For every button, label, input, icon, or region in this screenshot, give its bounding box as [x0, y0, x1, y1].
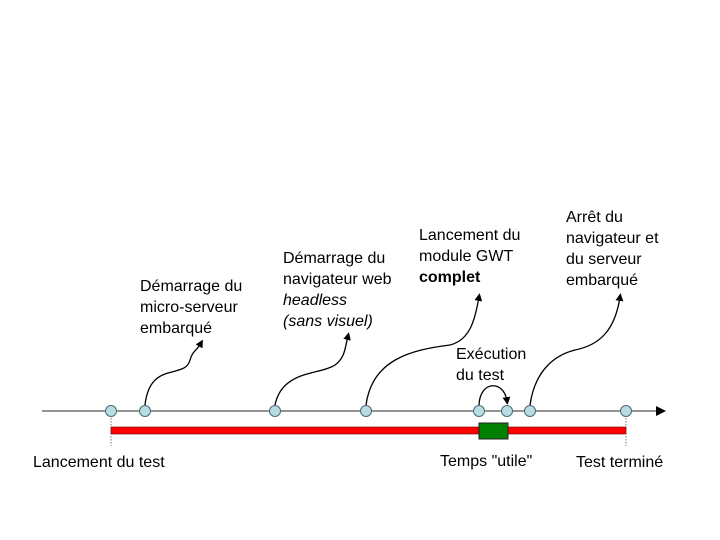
label-line: Démarrage du — [140, 278, 243, 295]
useful-time-box — [478, 422, 509, 440]
label-line-italic: headless — [283, 292, 348, 309]
connector-gwt — [365, 293, 483, 406]
label-line: Arrêt du — [566, 209, 623, 226]
event-marker-exec-start — [473, 405, 485, 417]
label-line: navigateur et — [566, 230, 659, 247]
label-line: Test terminé — [576, 454, 664, 471]
label-line: micro-serveur — [140, 299, 238, 316]
label-start-test: Lancement du test — [33, 452, 165, 473]
label-test-done: Test terminé — [576, 452, 663, 473]
connector-stop — [529, 293, 624, 406]
total-duration-bar — [110, 426, 627, 435]
label-stop: Arrêt du navigateur et du serveur embarq… — [566, 207, 659, 291]
label-line: Lancement du — [419, 227, 521, 244]
label-launch-gwt: Lancement du module GWT complet — [419, 225, 520, 288]
connector-microserver — [144, 339, 203, 406]
event-marker-gwt — [360, 405, 372, 417]
event-marker-stop — [524, 405, 536, 417]
event-marker-exec-end — [501, 405, 513, 417]
label-line: du test — [456, 367, 505, 384]
label-line: Exécution — [456, 346, 527, 363]
label-line-bold: complet — [419, 269, 481, 286]
connector-exec — [478, 385, 511, 406]
label-line: Temps "utile" — [440, 453, 533, 470]
connector-browser — [274, 332, 351, 406]
event-marker-microserver — [139, 405, 151, 417]
event-marker-start — [105, 405, 117, 417]
label-line: embarqué — [566, 272, 639, 289]
time-axis-arrow-icon — [656, 406, 666, 416]
label-line-italic: (sans visuel) — [283, 313, 373, 330]
label-test-exec: Exécution du test — [456, 344, 526, 386]
label-useful-time: Temps "utile" — [440, 451, 532, 472]
label-line: Lancement du test — [33, 454, 165, 471]
label-line: embarqué — [140, 320, 213, 337]
label-start-browser: Démarrage du navigateur web headless (sa… — [283, 248, 392, 332]
label-start-microserver: Démarrage du micro-serveur embarqué — [140, 276, 242, 339]
event-marker-done — [620, 405, 632, 417]
label-line: navigateur web — [283, 271, 392, 288]
label-line: du serveur — [566, 251, 642, 268]
event-marker-browser — [269, 405, 281, 417]
label-line: Démarrage du — [283, 250, 386, 267]
label-line: module GWT — [419, 248, 514, 265]
